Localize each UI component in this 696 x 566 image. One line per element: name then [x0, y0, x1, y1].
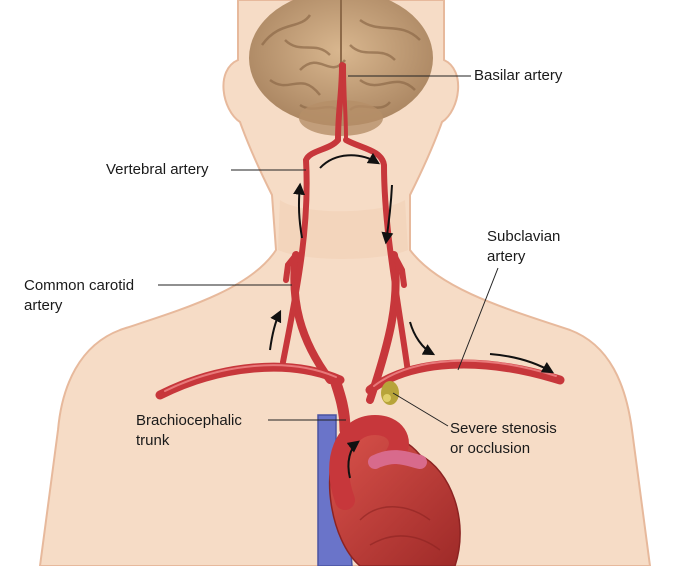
stenosis-plaque	[381, 381, 399, 405]
label-subclavian-artery: Subclavian artery	[487, 228, 561, 265]
label-brachiocephalic-trunk: Brachiocephalic trunk	[136, 412, 242, 449]
label-basilar-artery: Basilar artery	[474, 67, 563, 84]
flow-arrow-icon	[409, 321, 436, 356]
leader-lines	[158, 75, 499, 427]
flow-arrow-icon	[293, 182, 306, 239]
flow-arrow-icon	[319, 152, 381, 169]
body-silhouette	[38, 0, 652, 566]
flow-arrow-icon	[346, 440, 360, 479]
stenosis-leader	[392, 392, 449, 427]
flow-arrow-icon	[381, 184, 394, 245]
neck-shading	[278, 200, 408, 259]
label-severe-stenosis: Severe stenosis or occlusion	[450, 420, 557, 457]
label-vertebral-artery: Vertebral artery	[106, 161, 209, 178]
heart	[328, 414, 461, 566]
flow-arrow-icon	[269, 309, 282, 351]
flow-arrow-icon	[489, 353, 555, 374]
label-common-carotid-artery: Common carotid artery	[24, 277, 135, 314]
arterial-tree	[155, 62, 565, 436]
flow-arrows	[269, 152, 555, 479]
subclavian-leader	[457, 267, 499, 371]
